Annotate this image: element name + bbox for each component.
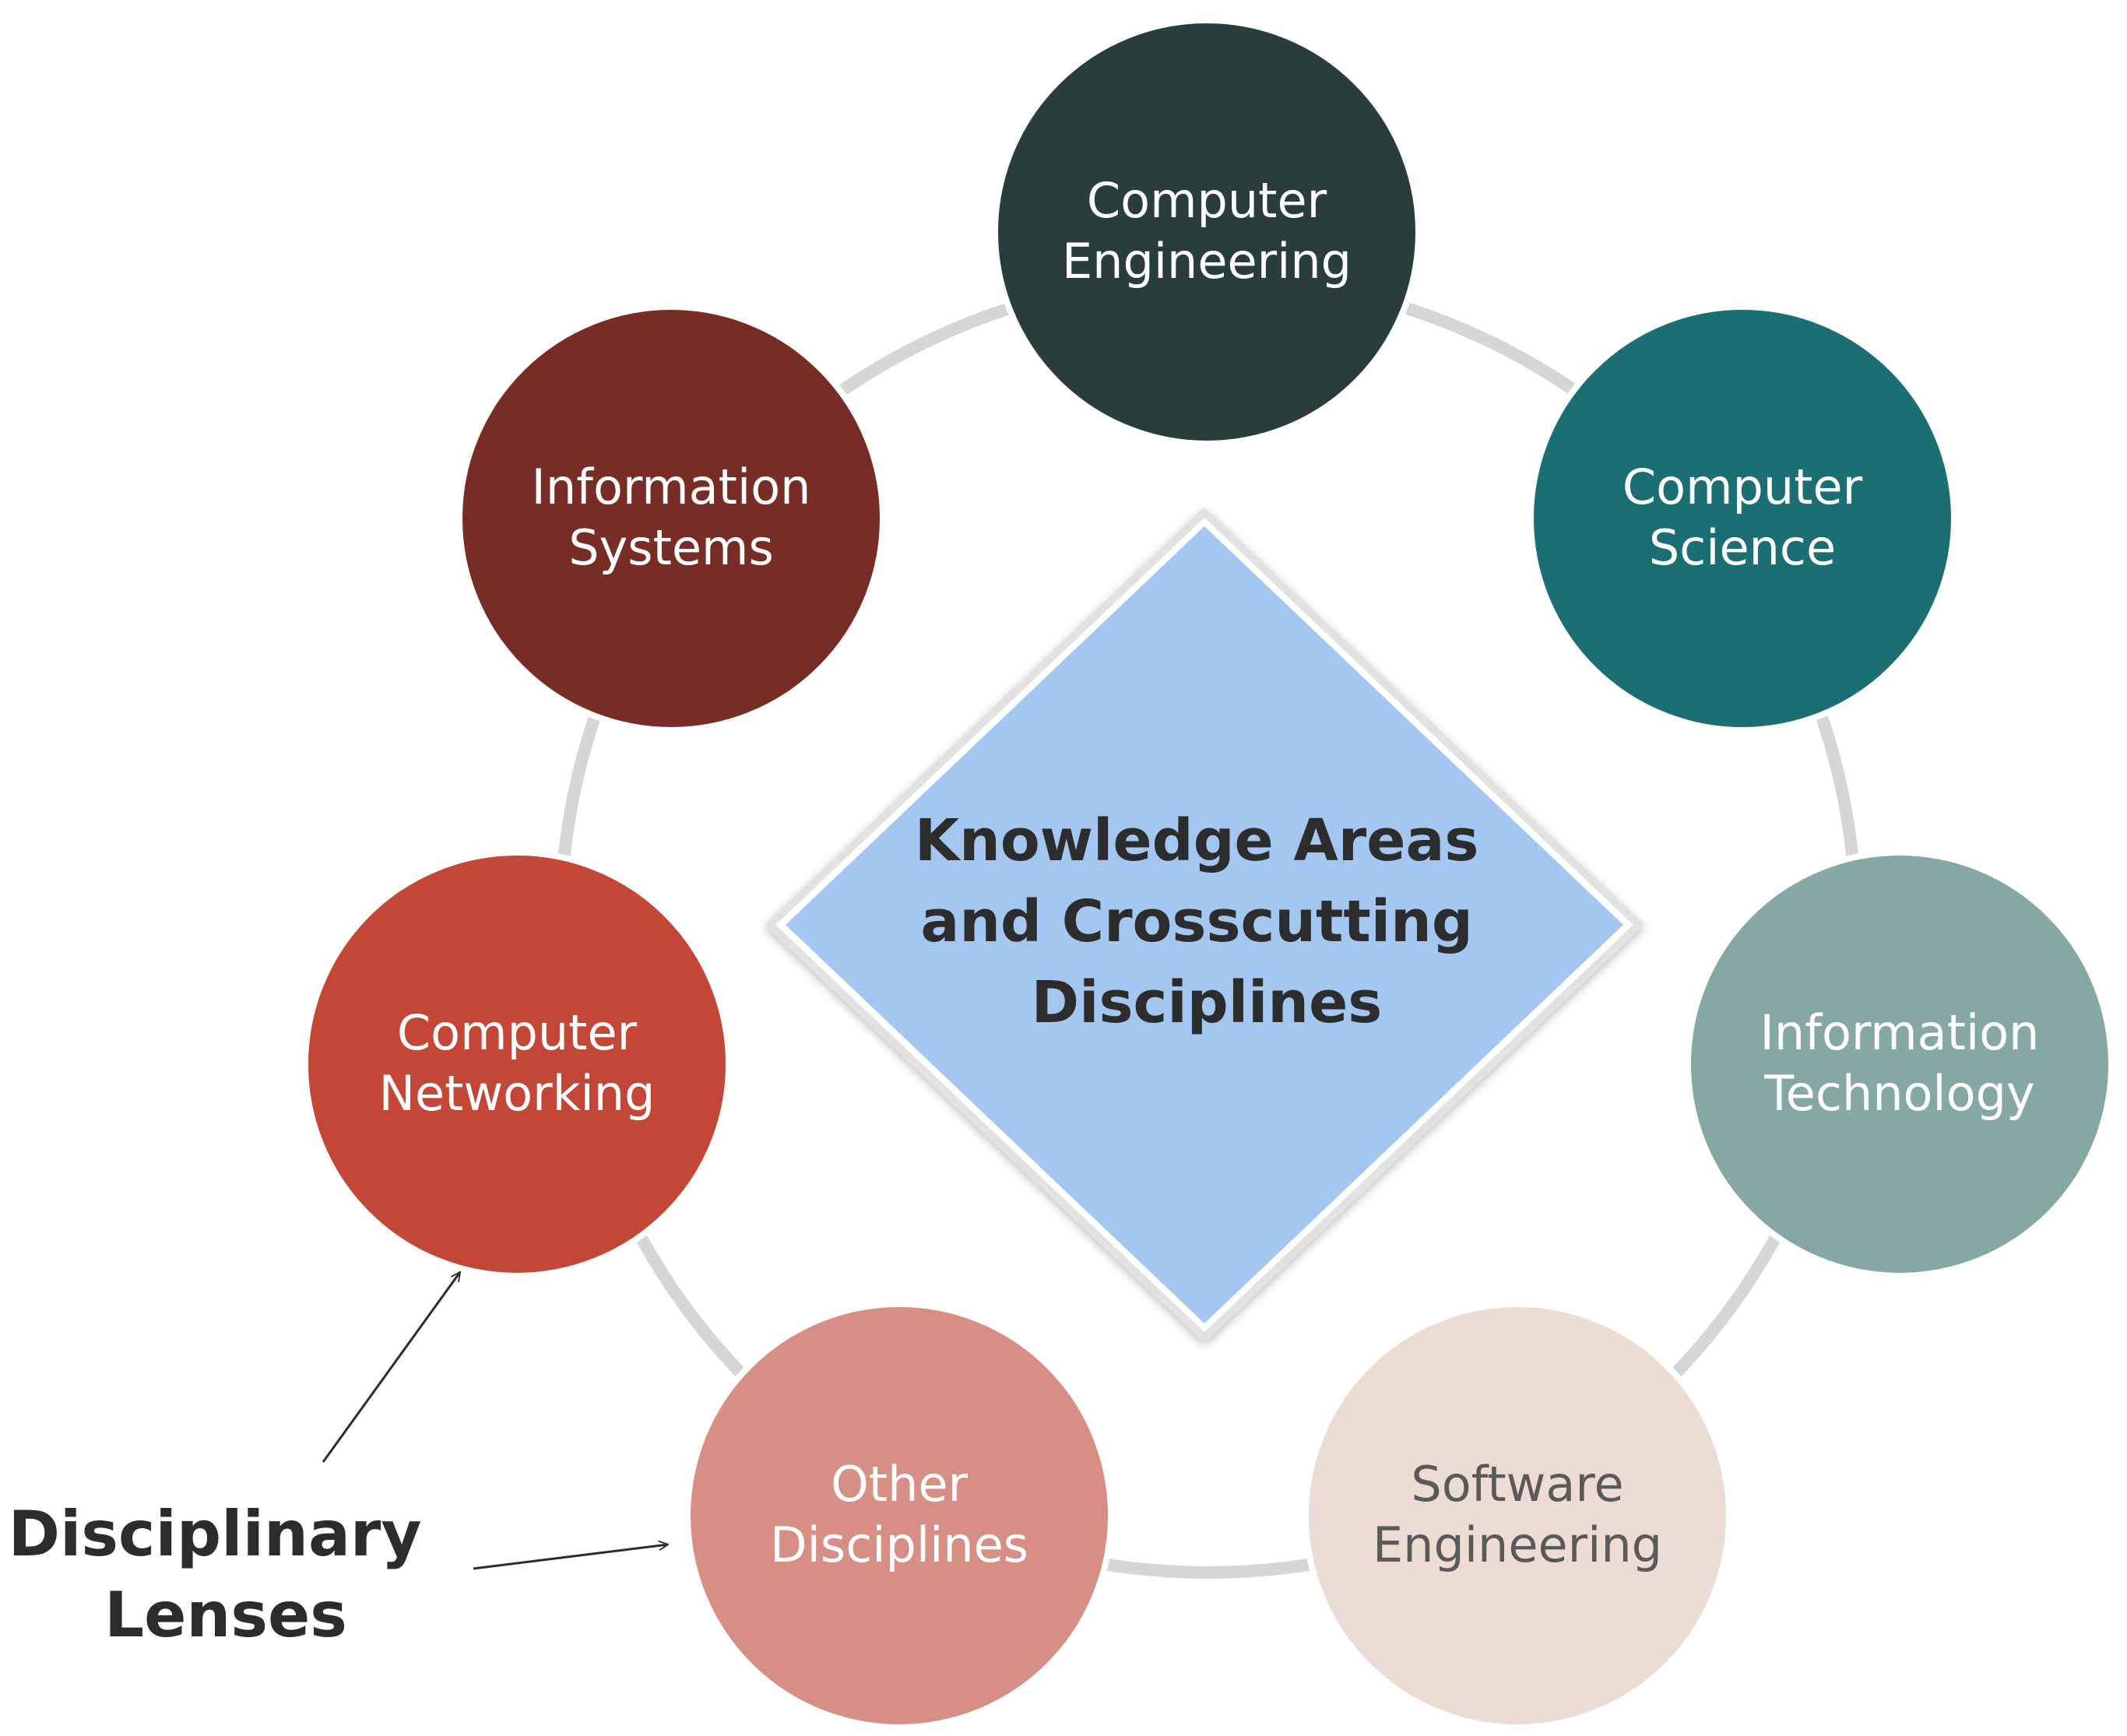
node-label-line: Other bbox=[831, 1456, 969, 1513]
node-label-line: Information bbox=[1760, 1004, 2040, 1061]
node-label-line: Computer bbox=[1087, 172, 1327, 229]
node-label-line: Software bbox=[1411, 1456, 1623, 1513]
node-label-line: Engineering bbox=[1373, 1516, 1662, 1573]
center-diamond: Knowledge Areas and Crosscutting Discipl… bbox=[766, 508, 1643, 1341]
center-title: Knowledge Areas and Crosscutting Discipl… bbox=[915, 807, 1499, 1036]
lens-label-line: Disciplinary bbox=[9, 1498, 422, 1570]
node-label-line: Disciplines bbox=[770, 1516, 1028, 1573]
node-label-line: Engineering bbox=[1062, 233, 1352, 290]
node-label-line: Science bbox=[1649, 519, 1836, 576]
node-label-line: Networking bbox=[379, 1065, 656, 1122]
node-circle bbox=[1685, 849, 2115, 1279]
node-circle bbox=[684, 1301, 1114, 1731]
node-label-line: Systems bbox=[568, 519, 774, 576]
center-title-line: Knowledge Areas bbox=[915, 807, 1479, 874]
center-title-line: Disciplines bbox=[1032, 969, 1383, 1036]
center-title-line: and Crosscutting bbox=[920, 888, 1472, 955]
node-label-line: Computer bbox=[1622, 459, 1863, 515]
node-circle bbox=[992, 17, 1422, 447]
lens-arrow-to-other bbox=[473, 1544, 668, 1570]
node-circle bbox=[1303, 1301, 1732, 1731]
disciplinary-lenses-label: Disciplinary Lenses bbox=[9, 1498, 444, 1651]
node-circle bbox=[456, 304, 886, 733]
node-circle bbox=[302, 849, 732, 1279]
node-label-line: Computer bbox=[397, 1004, 638, 1061]
lens-label-line: Lenses bbox=[104, 1579, 347, 1651]
node-label-line: Technology bbox=[1763, 1065, 2034, 1122]
center-diamond-fill bbox=[786, 526, 1623, 1323]
node-label-line: Information bbox=[532, 459, 811, 515]
node-circle bbox=[1528, 304, 1957, 733]
lens-arrow-to-networking bbox=[322, 1272, 460, 1463]
